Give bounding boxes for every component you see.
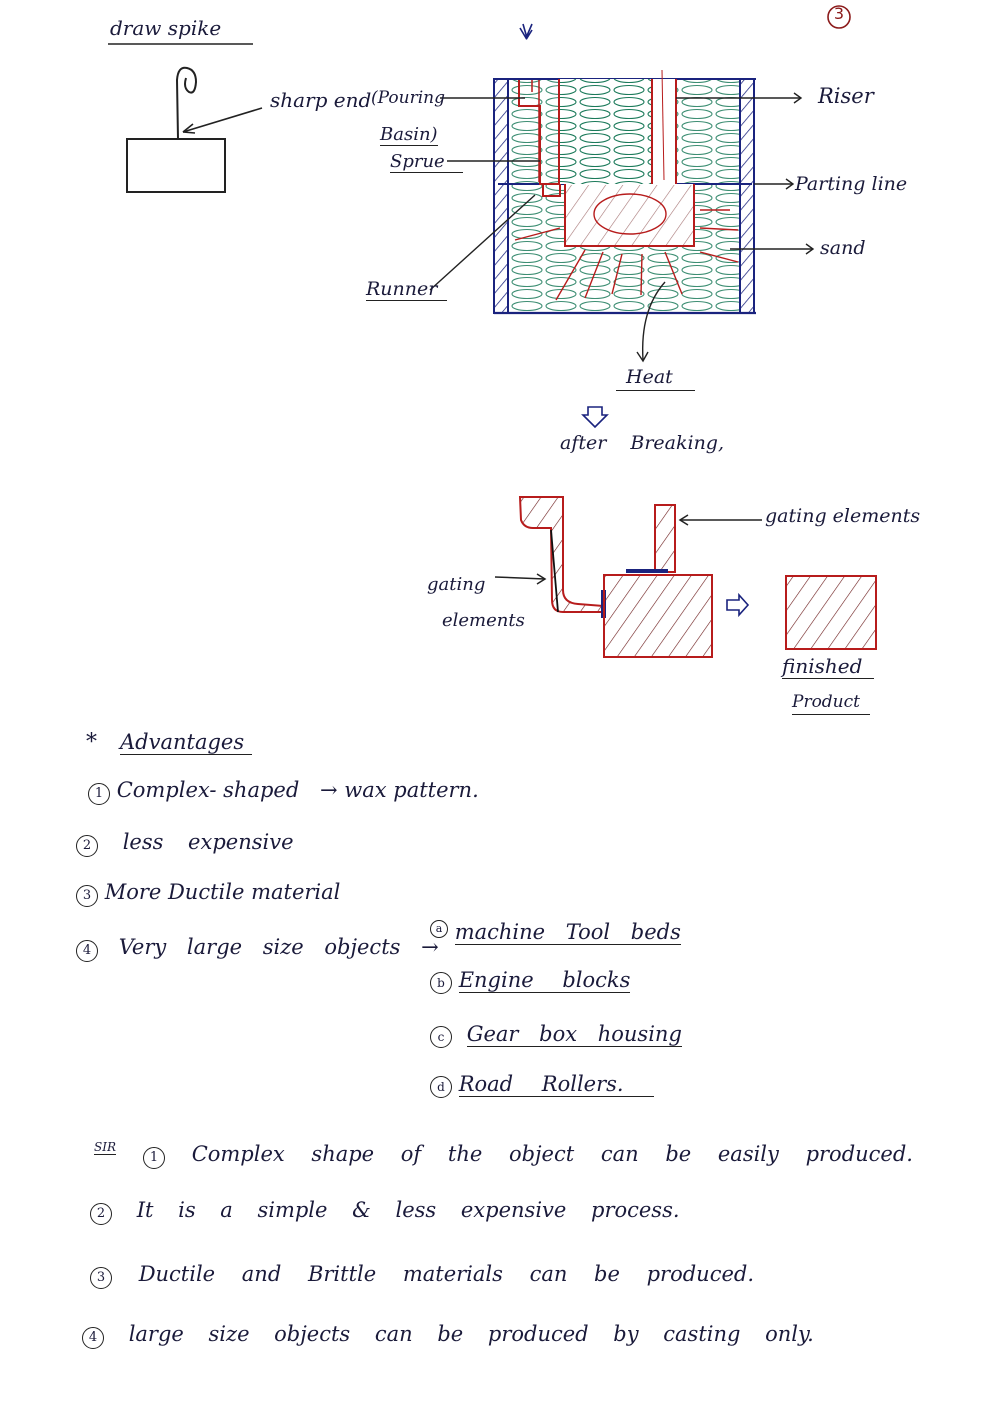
example-b: b Engine blocks [430,968,631,994]
sir-item-3: 3 Ductile and Brittle materials can be p… [90,1262,754,1289]
example-c: c Gear box housing [430,1022,682,1048]
sand-mould-diagram [429,69,815,363]
num-circle: 1 [88,783,110,805]
runner-label: Runner [366,278,448,301]
sir-marker: SIR [94,1140,116,1155]
gating-elements-label-left-1: gating [427,574,486,595]
letter-circle: a [430,920,448,938]
sprue-label: Sprue [390,151,463,173]
riser-label: Riser [818,84,874,108]
advantage-item-2: 2 less expensive [76,830,294,857]
finished-label: finished [782,654,875,679]
heat-label: Heat [616,366,695,391]
sir-item-4: 4 large size objects can be produced by … [82,1322,814,1349]
draw-spike-sketch [108,43,263,193]
advantage-item-1: 1 Complex- shaped → wax pattern. [88,778,479,805]
num-circle: 2 [90,1203,112,1225]
finished-product-box [785,575,877,650]
pouring-basin-label-1: (Pouring [371,88,445,108]
sir-item-2: 2 It is a simple & less expensive proces… [90,1198,680,1225]
num-circle: 3 [76,885,98,907]
parting-line-label: Parting line [795,173,908,195]
sharp-end-label: sharp end [270,88,372,112]
hollow-right-arrow-icon [726,592,750,618]
num-circle: 1 [143,1147,165,1169]
advantage-item-4: 4 Very large size objects → [76,935,439,962]
num-circle: 4 [76,940,98,962]
gating-elements-label-right: gating elements [765,505,921,527]
letter-circle: d [430,1076,452,1098]
page-number: 3 [833,4,845,23]
draw-spike-title: draw spike [110,16,222,40]
letter-circle: c [430,1026,452,1048]
num-circle: 3 [90,1267,112,1289]
letter-circle: b [430,972,452,994]
gating-elements-label-left-2: elements [442,610,525,631]
num-circle: 2 [76,835,98,857]
sir-item-1: 1 Complex shape of the object can be eas… [143,1142,913,1169]
advantage-item-3: 3 More Ductile material [76,880,340,907]
sand-label: sand [820,237,866,259]
after-breaking-caption: after Breaking, [560,432,725,454]
product-label: Product [792,692,870,715]
advantages-bullet: * [86,730,97,755]
page-number-circle [827,5,851,29]
num-circle: 4 [82,1327,104,1349]
advantages-heading: Advantages [120,730,253,755]
down-arrow-icon [519,23,533,40]
pouring-basin-label-2: Basin) [380,124,438,146]
casting-with-gating-sketch [494,496,877,658]
example-a: a machine Tool beds [430,920,681,945]
example-d: d Road Rollers. [430,1072,654,1098]
hollow-down-arrow-icon [581,406,609,429]
